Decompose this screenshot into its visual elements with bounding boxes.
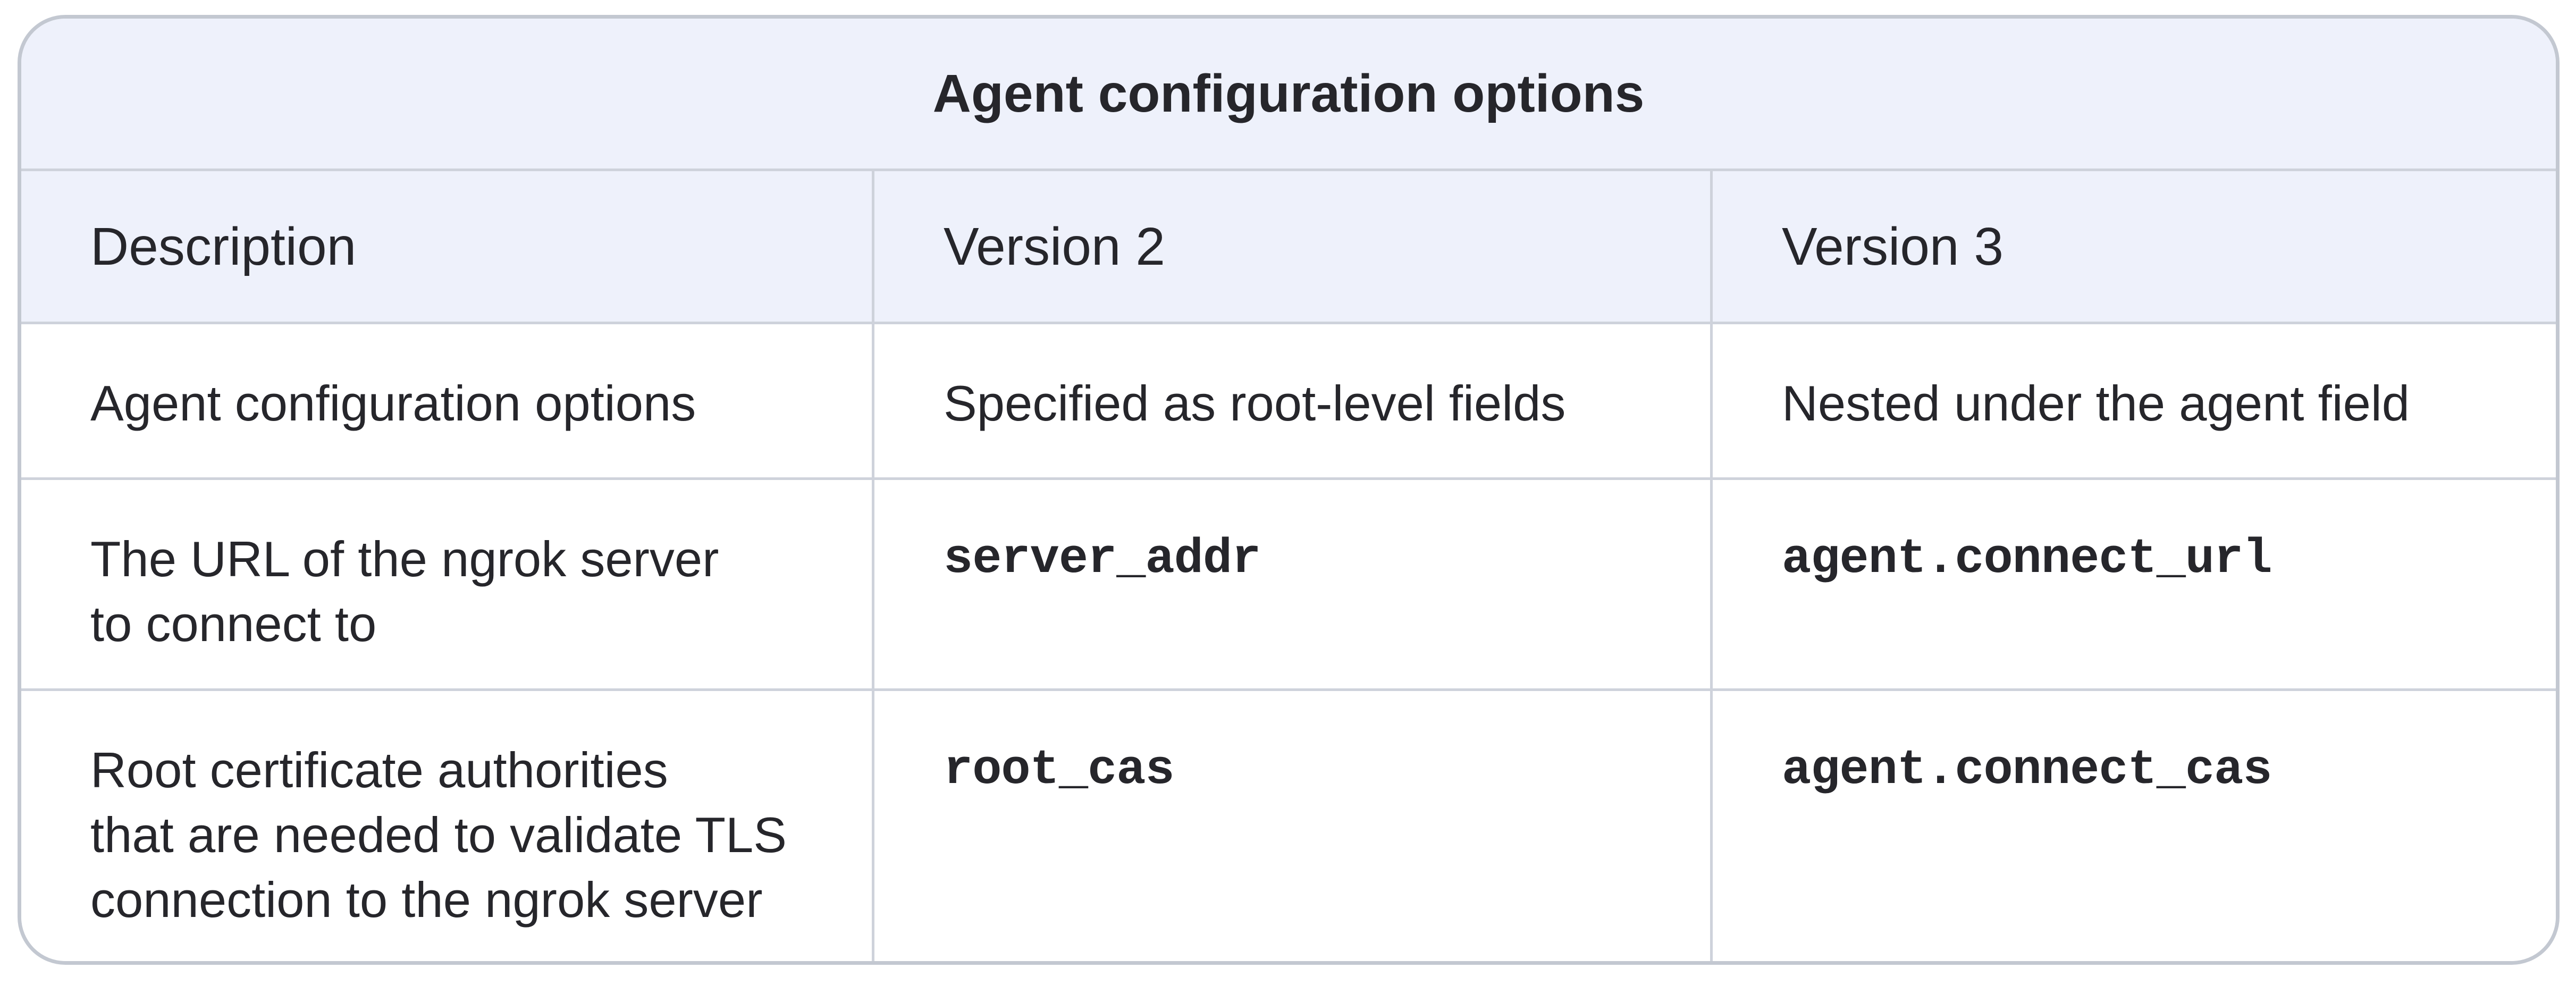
row2-cell-version3-code: agent.connect_url <box>1713 480 2556 691</box>
column-header-version2: Version 2 <box>874 171 1713 324</box>
row3-cell-version2-code: root_cas <box>874 691 1713 961</box>
row3-cell-version3-code: agent.connect_cas <box>1713 691 2556 961</box>
row1-cell-version2: Specified as root-level fields <box>874 324 1713 480</box>
column-header-description: Description <box>21 171 874 324</box>
row1-cell-version3: Nested under the agent field <box>1713 324 2556 480</box>
table-title: Agent configuration options <box>932 63 1645 123</box>
table-title-row: Agent configuration options <box>21 19 2556 171</box>
comparison-table: Description Version 2 Version 3 Agent co… <box>21 171 2556 961</box>
comparison-table-card: Agent configuration options Description … <box>18 15 2560 965</box>
row1-cell-description: Agent configuration options <box>21 324 874 480</box>
row3-cell-description: Root certificate authorities that are ne… <box>21 691 874 961</box>
column-header-version3: Version 3 <box>1713 171 2556 324</box>
row2-cell-version2-code: server_addr <box>874 480 1713 691</box>
row2-cell-description: The URL of the ngrok server to connect t… <box>21 480 874 691</box>
